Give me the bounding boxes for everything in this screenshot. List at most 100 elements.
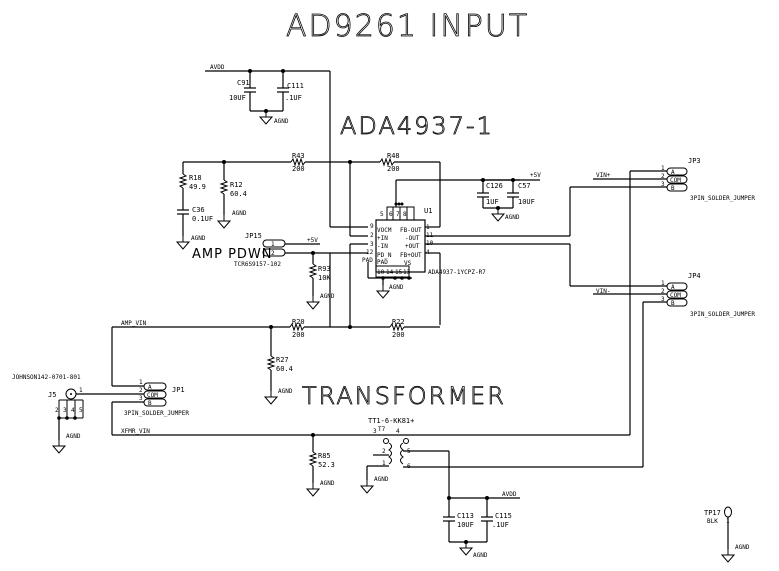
u1-pin-vocm: VOCM: [377, 227, 392, 234]
t7-pin-3: 3: [373, 428, 377, 435]
t7-pin-2: 2: [382, 448, 386, 455]
j5-gnd-pin: 5: [79, 407, 83, 414]
c126-value: 1UF: [486, 198, 499, 206]
tp17-test-point[interactable]: TP17 BLK 1 AGND: [704, 506, 750, 563]
agnd-label: AGND: [232, 210, 247, 217]
j5-gnd-pin: 4: [71, 407, 75, 414]
c126-ref: C126: [486, 182, 503, 190]
u1-pin-pd: PD_N: [377, 252, 392, 259]
agnd-label: AGND: [473, 552, 488, 559]
jp4-pin-2-num: 2: [661, 288, 665, 295]
u1-pin-1: 1: [426, 224, 430, 231]
c115-value: .1UF: [492, 521, 509, 529]
agnd-label: AGND: [66, 433, 81, 440]
r48-ref: R48: [387, 152, 400, 160]
agnd-label: AGND: [735, 544, 750, 551]
u1-pin-pad: PAD: [377, 259, 388, 266]
u1-pin-minus-in: -IN: [377, 243, 388, 250]
net-label-amp-vin: AMP_VIN: [121, 320, 147, 327]
jp3-pin-b-label: B: [671, 185, 675, 192]
r18-ref: R18: [189, 174, 202, 182]
t7-transformer: TT1-6-KK81+ 3 T7 4 2 1 5 6 AGND: [360, 417, 643, 498]
agnd-label: AGND: [278, 388, 293, 395]
agnd-label: AGND: [191, 235, 206, 242]
r20-ref: R20: [292, 318, 305, 326]
c113-value: 10UF: [457, 521, 474, 529]
t7-pin-1: 1: [382, 460, 386, 467]
r85-ref: R85: [318, 452, 331, 460]
u1-pin-12: 12: [366, 249, 374, 256]
jp1-pin-a[interactable]: [143, 382, 167, 391]
r85-value: 52.3: [318, 461, 335, 469]
net-label-vin-minus: VIN-: [596, 288, 610, 295]
jp1-jumper[interactable]: A COM B 1 2 3 JP1 3PIN_SOLDER_JUMPER XFM…: [111, 379, 630, 436]
amp-vin-network: AMP_VIN R20 200 R22 200 R27 60.4 AGND: [111, 253, 440, 405]
u1-pin-3: 3: [370, 241, 374, 248]
jp3-pin-a[interactable]: [666, 167, 688, 176]
net-label-5v: +5V: [307, 237, 318, 244]
jp4-ref: JP4: [688, 272, 701, 280]
c36-ref: C36: [192, 206, 205, 214]
tp17-color: BLK: [707, 518, 718, 525]
input-termination-left: R18 49.9 C36 0.1UF AGND R12 60.4 AGND: [176, 162, 247, 250]
r27-ref: R27: [276, 356, 289, 364]
j5-pin-1: 1: [79, 387, 83, 394]
jp4-pin-3-num: 3: [661, 296, 665, 303]
u1-pin-plus-in: +IN: [377, 235, 388, 242]
agnd-label: AGND: [389, 284, 404, 291]
jp3-pin-b[interactable]: [666, 183, 688, 192]
avdd-decoupling-top: AVDD C91 10UF C111 .1UF AGND: [205, 64, 368, 228]
u1-pin-fb-plus-out: FB+OUT: [400, 252, 422, 259]
r43-value: 200: [292, 165, 305, 173]
r12-ref: R12: [230, 181, 243, 189]
jp1-pin-2-num: 2: [139, 387, 143, 394]
c36-value: 0.1UF: [192, 215, 213, 223]
j5-connector[interactable]: JOHNSON142-0701-801 J5 1 2 3 4 5 AGND: [12, 374, 144, 454]
u1-pin-8: 8: [403, 211, 407, 218]
u1-pin-7: 7: [396, 211, 400, 218]
jp15-part: TCR6S9157-102: [234, 261, 281, 268]
jp4-pin-a[interactable]: [666, 282, 688, 291]
r18-value: 49.9: [189, 183, 206, 191]
jp1-part: 3PIN_SOLDER_JUMPER: [124, 410, 189, 417]
jp3-pin-2-num: 2: [661, 173, 665, 180]
agnd-label: AGND: [320, 480, 335, 487]
jp3-jumper[interactable]: JP3 A COM B 1 2 3 3PIN_SOLDER_JUMPER VIN…: [569, 157, 755, 236]
u1-pin-6: 6: [389, 211, 393, 218]
u1-pin-5: 5: [380, 211, 384, 218]
jp1-ref: JP1: [172, 386, 185, 394]
u1-pin-bottom: 14: [386, 269, 394, 276]
jp3-pin-3-num: 3: [661, 181, 665, 188]
plus5v-decoupling: +5V C126 1UF C57 10UF AGND: [477, 172, 541, 222]
r93-value: 10K: [318, 274, 331, 282]
agnd-label: AGND: [274, 118, 289, 125]
c57-value: 10UF: [518, 198, 535, 206]
jp4-pin-a-label: A: [671, 284, 675, 291]
test-point-icon[interactable]: [724, 506, 732, 518]
net-label-xfmr-vin: XFMR_VIN: [121, 428, 150, 435]
r12-value: 60.4: [230, 190, 247, 198]
c111-value: .1UF: [285, 94, 302, 102]
amp-title: ADA4937-1: [340, 112, 494, 140]
feedback-network: R43 200 R48 200: [183, 152, 441, 237]
c91-value: 10UF: [229, 94, 246, 102]
jp4-jumper[interactable]: JP4 A COM B 1 2 3 3PIN_SOLDER_JUMPER VIN…: [569, 171, 755, 467]
r85-termination: R85 52.3 AGND: [306, 433, 335, 497]
agnd-label: AGND: [374, 476, 389, 483]
jp1-pin-b-label: B: [148, 400, 152, 407]
u1-pin-2: 2: [370, 232, 374, 239]
jp15-jumper[interactable]: JP15 1 2 AMP PDWN TCR6S9157-102 +5V R93 …: [192, 232, 335, 310]
jp3-pin-1-num: 1: [661, 165, 665, 172]
jp3-pin-com-label: COM: [670, 177, 681, 184]
u1-ref: U1: [424, 207, 432, 215]
u1-amplifier: 5 6 7 8 U1 9 VOCM 2 +IN 3 -IN 12 PD_N PA…: [330, 179, 570, 325]
sheet-title: AD9261 INPUT: [286, 9, 529, 44]
u1-pin-bottom: 15: [395, 269, 403, 276]
jp4-pin-b[interactable]: [666, 298, 688, 307]
net-label-avdd: AVDD: [210, 64, 225, 71]
u1-pin-bottom: 13: [403, 269, 411, 276]
jp1-pin-com-label: COM: [147, 392, 158, 399]
t7-ref: T7: [378, 426, 386, 433]
avdd-decoupling-bottom: AVDD C113 10UF C115 .1UF AGND: [443, 491, 520, 559]
